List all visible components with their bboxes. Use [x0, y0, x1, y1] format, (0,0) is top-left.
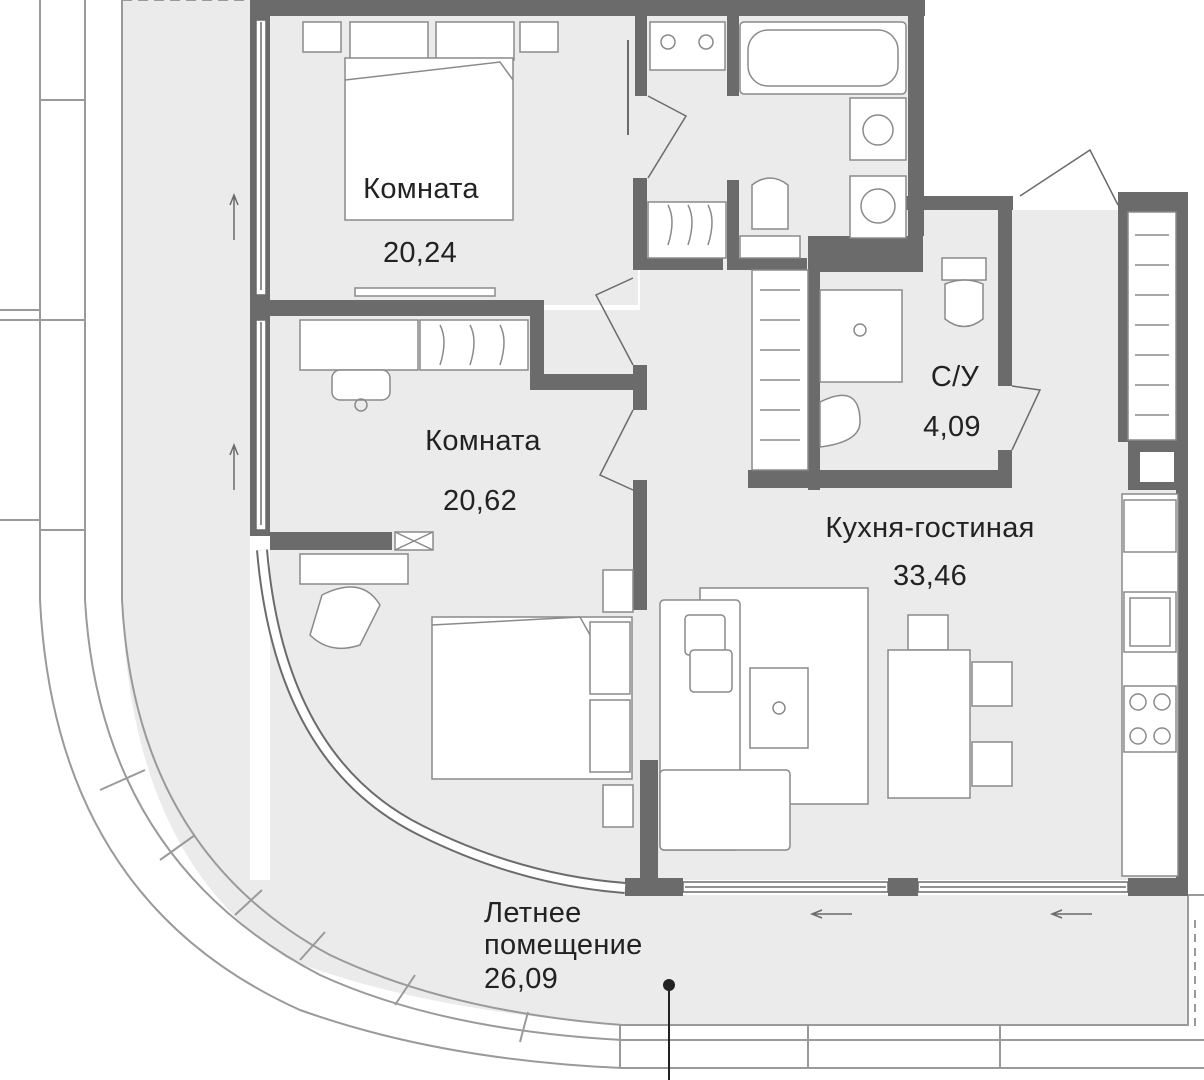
walls: [250, 0, 1188, 896]
bathroom-name: С/У: [930, 361, 980, 393]
terrace-floor: [122, 0, 1188, 1025]
summer-room-area: 26,09: [484, 963, 559, 995]
furniture: [299, 21, 1179, 877]
room2-name: Комната: [425, 425, 541, 457]
room1-name: Комната: [363, 173, 479, 205]
floor-areas: [122, 0, 1188, 1025]
openings: [255, 19, 1129, 894]
room1-area: 20,24: [382, 237, 458, 269]
leader-line: [663, 979, 675, 1080]
direction-arrows: [229, 192, 1092, 919]
summer-room-name-line1: Летнее: [484, 897, 582, 929]
kitchen-name: Кухня-гостиная: [825, 512, 1035, 544]
bathroom-area: 4,09: [923, 411, 981, 443]
kitchen-area: 33,46: [892, 560, 968, 592]
room2-area: 20,62: [442, 485, 518, 517]
summer-room-name-line2: помещение: [484, 929, 643, 961]
